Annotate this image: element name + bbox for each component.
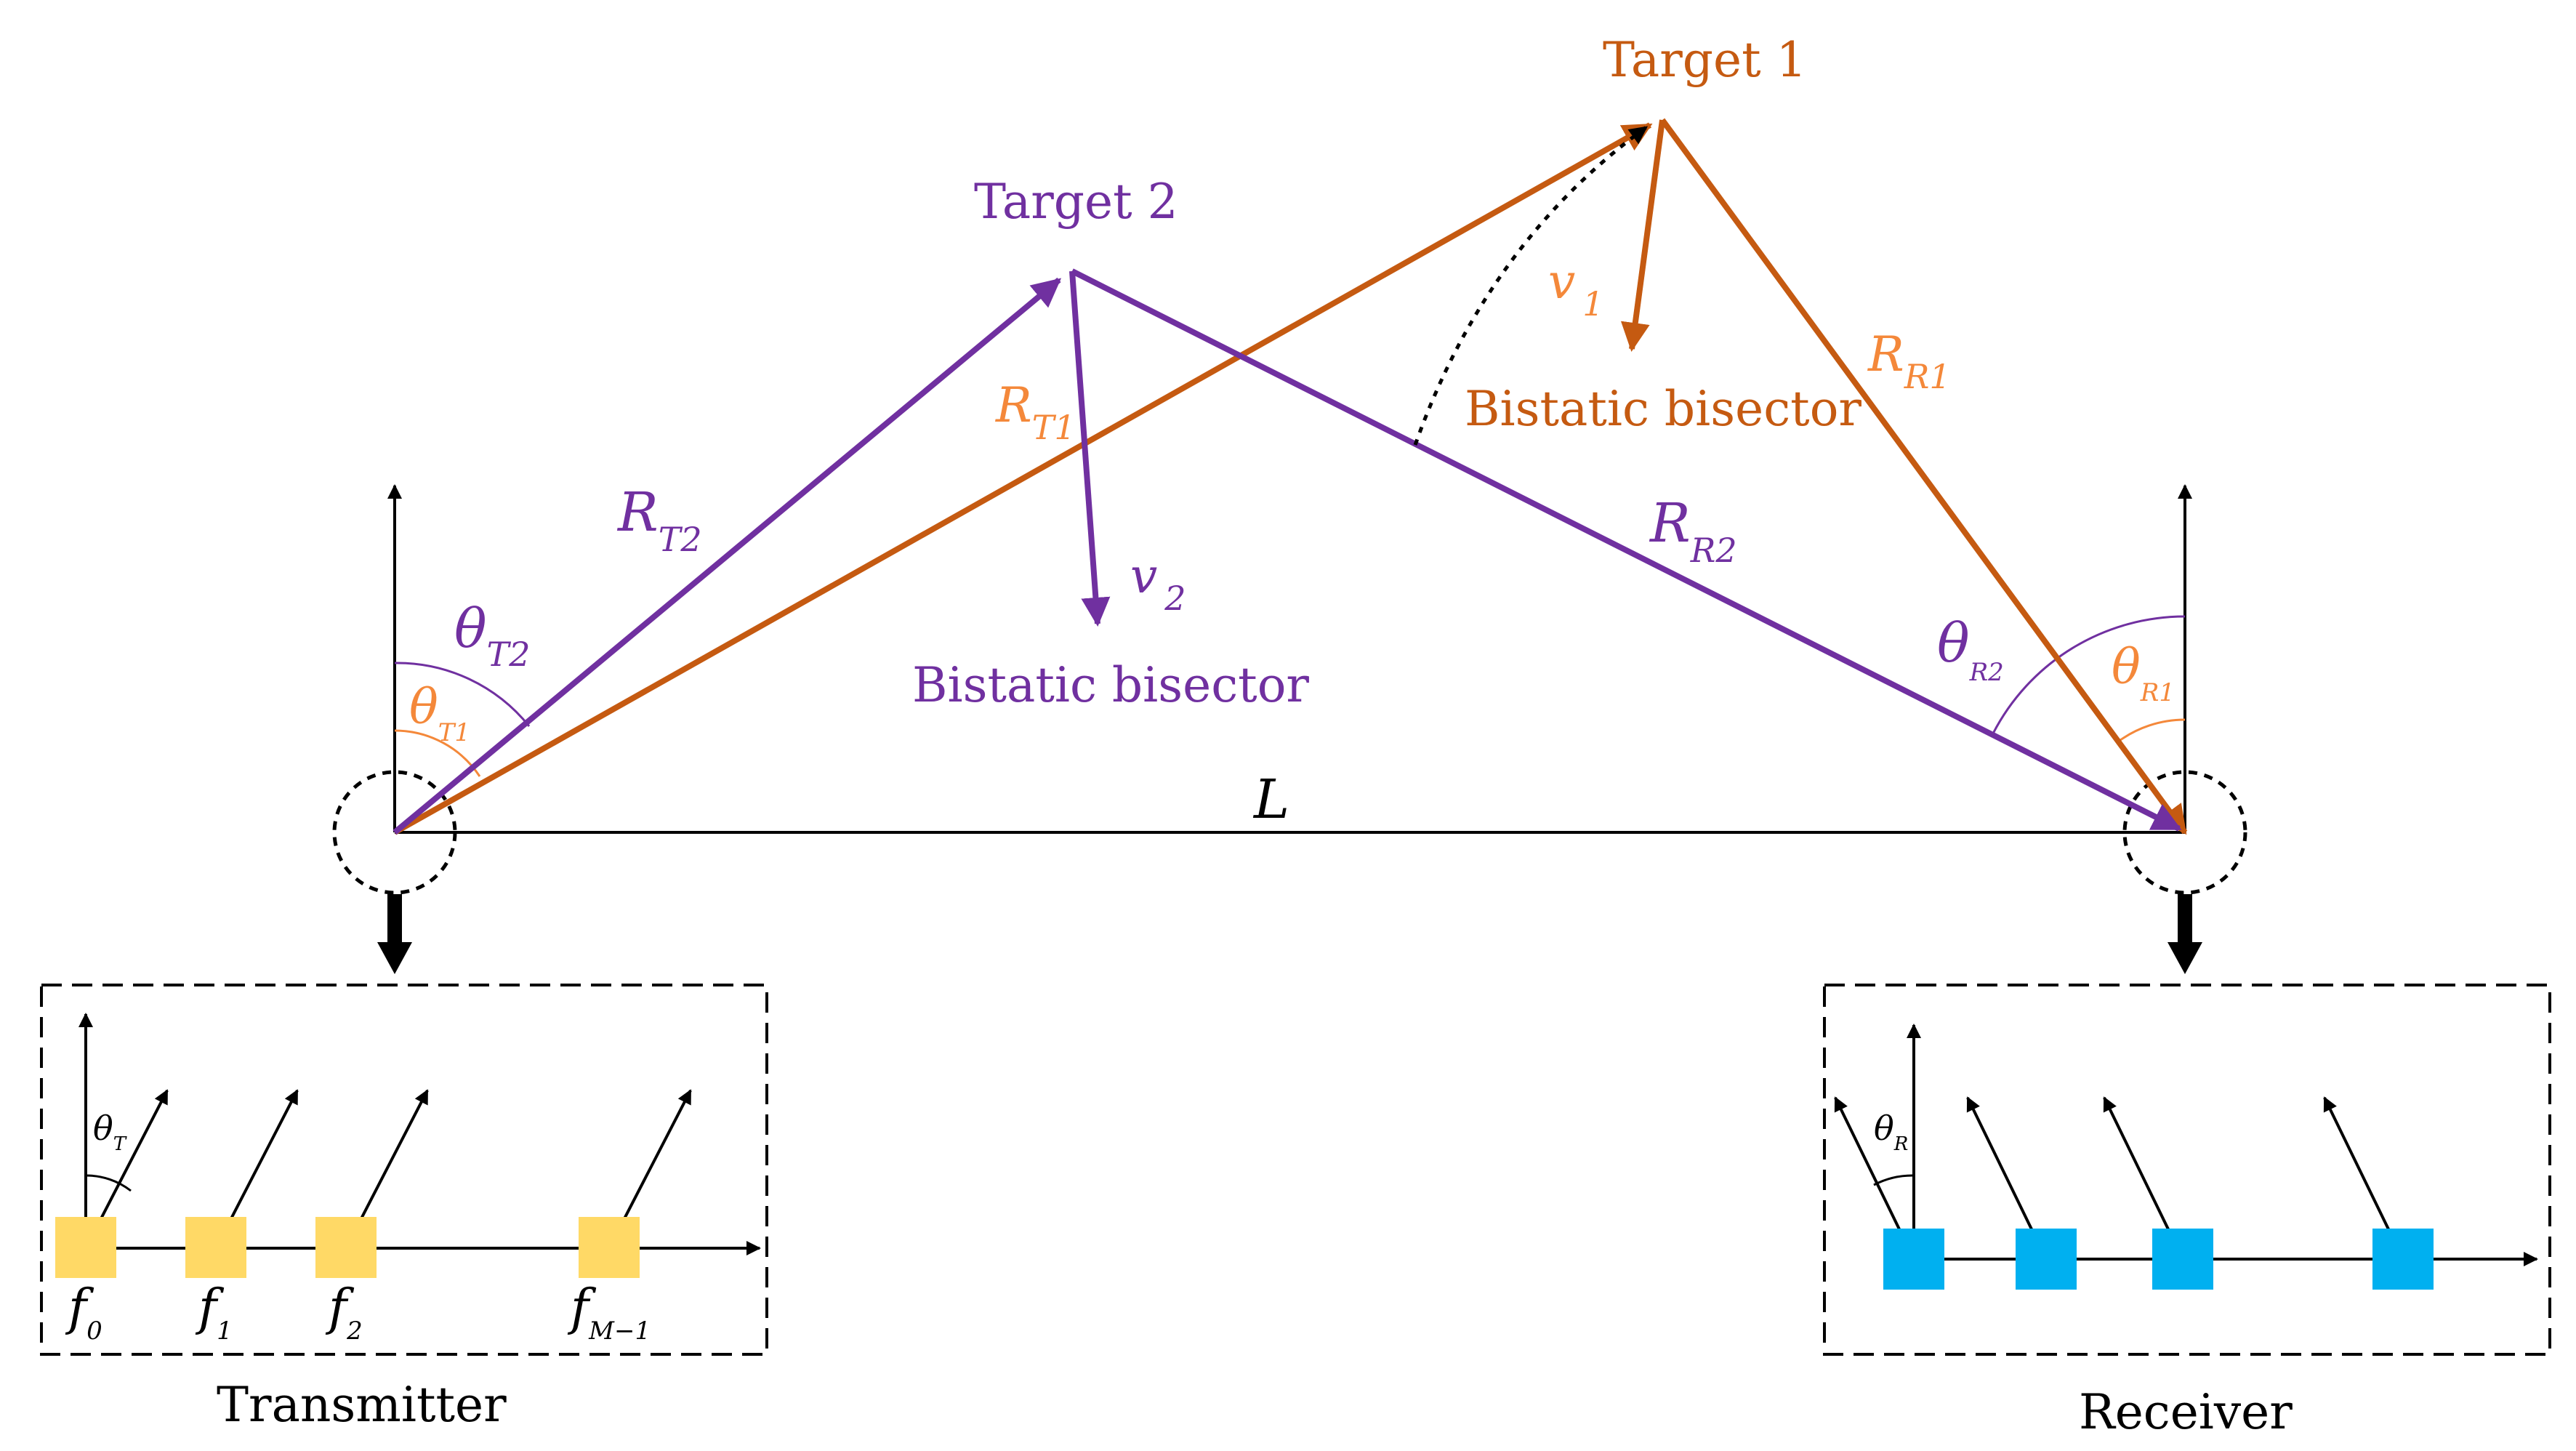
thetaR2-label: θR2 <box>1937 612 2004 687</box>
v1-arrow <box>1620 119 1665 352</box>
baseline-label: L <box>1252 768 1289 831</box>
tx-thetaT-arc <box>85 1174 132 1192</box>
thetaR1-arc <box>2117 718 2186 744</box>
bisector2-label: Bistatic bisector <box>912 657 1309 713</box>
tx-freq-3: fM−1 <box>567 1279 651 1346</box>
bisector1-label: Bistatic bisector <box>1465 381 1861 437</box>
v2-arrow <box>1069 270 1111 627</box>
rx-down-arrow <box>2168 894 2202 974</box>
thetaR1-label: θR1 <box>2112 639 2175 707</box>
tx-element-0 <box>55 1217 116 1278</box>
rx-location-circle <box>2122 770 2247 895</box>
thetaT1-label: θT1 <box>409 679 470 747</box>
rx-thetaR-label: θR <box>1874 1109 1908 1155</box>
thetaR2-arc <box>1992 615 2186 734</box>
target2-label: Target 2 <box>974 174 1178 230</box>
tx-element-1 <box>185 1217 246 1278</box>
tx-freq-2: f2 <box>325 1279 363 1346</box>
tx-thetaT-label: θT <box>93 1109 127 1155</box>
receiver-box <box>1823 984 2551 1356</box>
rr1-label: RR1 <box>1867 326 1951 396</box>
target1-label: Target 1 <box>1603 32 1807 88</box>
transmitter-caption: Transmitter <box>217 1377 507 1433</box>
rx-element-0 <box>1883 1229 1944 1290</box>
rx-element-1 <box>2016 1229 2077 1290</box>
thetaT2-arc <box>394 662 531 727</box>
rx-element-3 <box>2372 1229 2434 1290</box>
rt1-label: RT1 <box>995 377 1076 447</box>
rx-thetaR-arc <box>1873 1174 1915 1186</box>
rx-element-2 <box>2152 1229 2213 1290</box>
rt1-path <box>393 122 1653 835</box>
transmitter-box <box>40 984 768 1356</box>
rr2-path <box>1071 268 2182 832</box>
tx-down-arrow <box>377 894 412 974</box>
tx-element-2 <box>315 1217 377 1278</box>
thetaT2-label: θT2 <box>454 598 531 674</box>
rt2-label: RT2 <box>616 481 702 559</box>
tx-freq-1: f1 <box>195 1279 233 1346</box>
tx-location-circle <box>332 770 457 895</box>
tx-freq-0: f0 <box>65 1279 102 1346</box>
receiver-caption: Receiver <box>2079 1384 2293 1440</box>
rr2-label: RR2 <box>1649 492 1737 570</box>
rr1-path <box>1659 118 2188 835</box>
tx-element-3 <box>579 1217 640 1278</box>
rt2-path <box>393 277 1062 835</box>
bisector-dotted-arc <box>1413 125 1649 446</box>
